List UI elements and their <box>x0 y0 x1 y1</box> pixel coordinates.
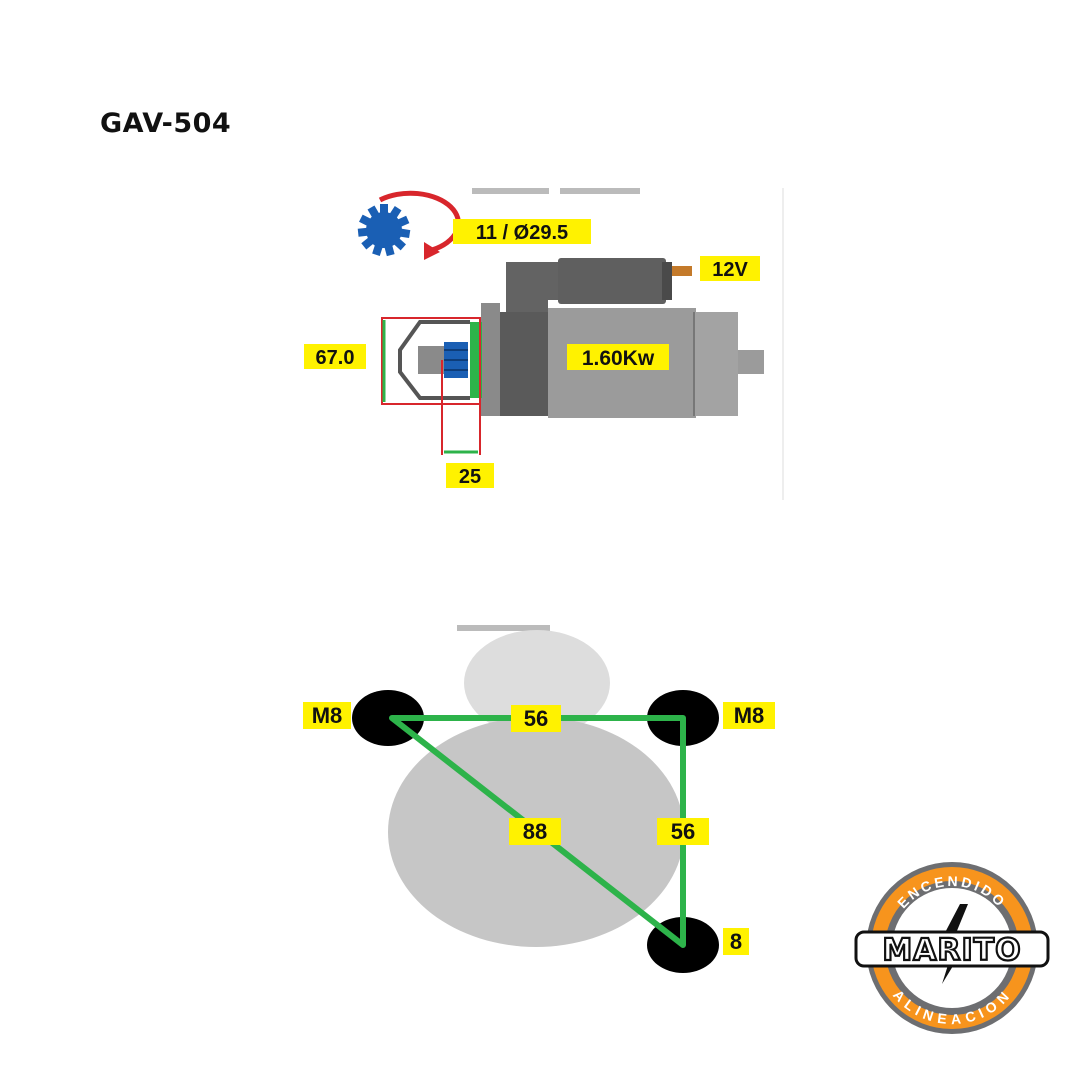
label-bg <box>567 344 669 370</box>
side-distance-label: 56 <box>671 819 695 844</box>
solenoid-outline <box>464 630 610 736</box>
label-bg <box>700 256 760 281</box>
label-bg <box>511 705 561 732</box>
terminal-icon <box>672 266 692 276</box>
mounting-front-view: M8 M8 8 56 88 56 <box>303 625 775 973</box>
solenoid <box>506 258 692 320</box>
pinion-gear-icon <box>357 204 411 257</box>
marito-logo: ENCENDIDO ALINEACION MARITO <box>854 862 1050 1034</box>
diagonal-distance-label: 88 <box>523 819 547 844</box>
pinion-offset-label: 25 <box>459 466 481 488</box>
hole-top-left-label: M8 <box>312 703 343 728</box>
flange-diameter-label: 67.0 <box>316 347 355 369</box>
header-bar <box>560 188 640 194</box>
label-bg <box>723 702 775 729</box>
hole-top-right-label: M8 <box>734 703 765 728</box>
power-label: 1.60Kw <box>582 347 655 370</box>
header-bar <box>457 625 550 631</box>
label-bg <box>303 702 351 729</box>
voltage-label: 12V <box>712 259 748 281</box>
header-bar <box>472 188 549 194</box>
logo-main-text: MARITO <box>882 933 1021 968</box>
label-bg <box>446 463 494 488</box>
label-bg <box>723 928 749 955</box>
starter-side-view: 11 / Ø29.5 12V 1.60Kw <box>304 188 784 500</box>
label-bg <box>304 344 366 369</box>
pinion-label: 11 / Ø29.5 <box>476 222 568 244</box>
mounting-flange <box>481 303 500 416</box>
label-bg <box>453 219 591 244</box>
hole-bottom-label: 8 <box>730 929 742 954</box>
dimension-lines <box>381 317 481 455</box>
page-title: GAV-504 <box>100 108 232 139</box>
label-bg <box>509 818 561 845</box>
drive-nose <box>398 320 470 400</box>
top-distance-label: 56 <box>524 706 548 731</box>
label-bg <box>657 818 709 845</box>
rotation-arrow-icon <box>378 190 461 260</box>
